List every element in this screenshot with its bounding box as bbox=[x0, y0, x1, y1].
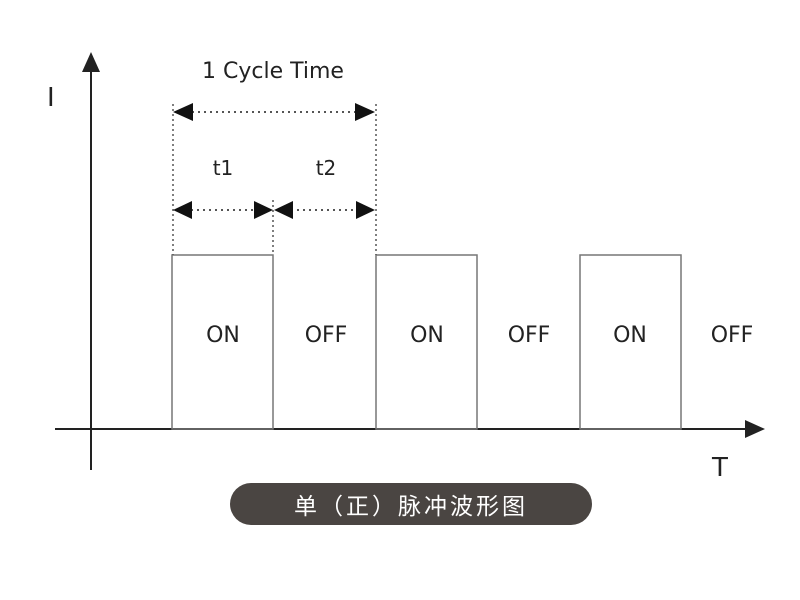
state-label: OFF bbox=[711, 323, 754, 348]
t2-arrow-left bbox=[274, 201, 293, 219]
pulse-1 bbox=[171, 254, 274, 430]
cycle-arrow-right bbox=[355, 103, 375, 121]
state-label: OFF bbox=[305, 323, 348, 348]
caption-text: 单（正）脉冲波形图 bbox=[294, 494, 528, 520]
t2-arrow-right bbox=[356, 201, 375, 219]
state-label: ON bbox=[613, 323, 647, 348]
t1-label: t1 bbox=[213, 156, 234, 180]
y-axis-arrowhead bbox=[82, 52, 100, 72]
t1-arrow-left bbox=[173, 201, 192, 219]
cycle-time-label: 1 Cycle Time bbox=[202, 59, 344, 84]
pulse-3 bbox=[579, 254, 682, 430]
t2-label: t2 bbox=[316, 156, 337, 180]
state-label: ON bbox=[206, 323, 240, 348]
x-axis-arrowhead bbox=[745, 420, 765, 438]
caption-badge: 单（正）脉冲波形图 bbox=[230, 483, 592, 525]
state-label: ON bbox=[410, 323, 444, 348]
state-label: OFF bbox=[508, 323, 551, 348]
y-axis-label: I bbox=[47, 83, 55, 113]
cycle-arrow-left bbox=[173, 103, 193, 121]
pulse-2 bbox=[375, 254, 478, 430]
x-axis-label: T bbox=[711, 453, 728, 483]
t1-arrow-right bbox=[254, 201, 273, 219]
